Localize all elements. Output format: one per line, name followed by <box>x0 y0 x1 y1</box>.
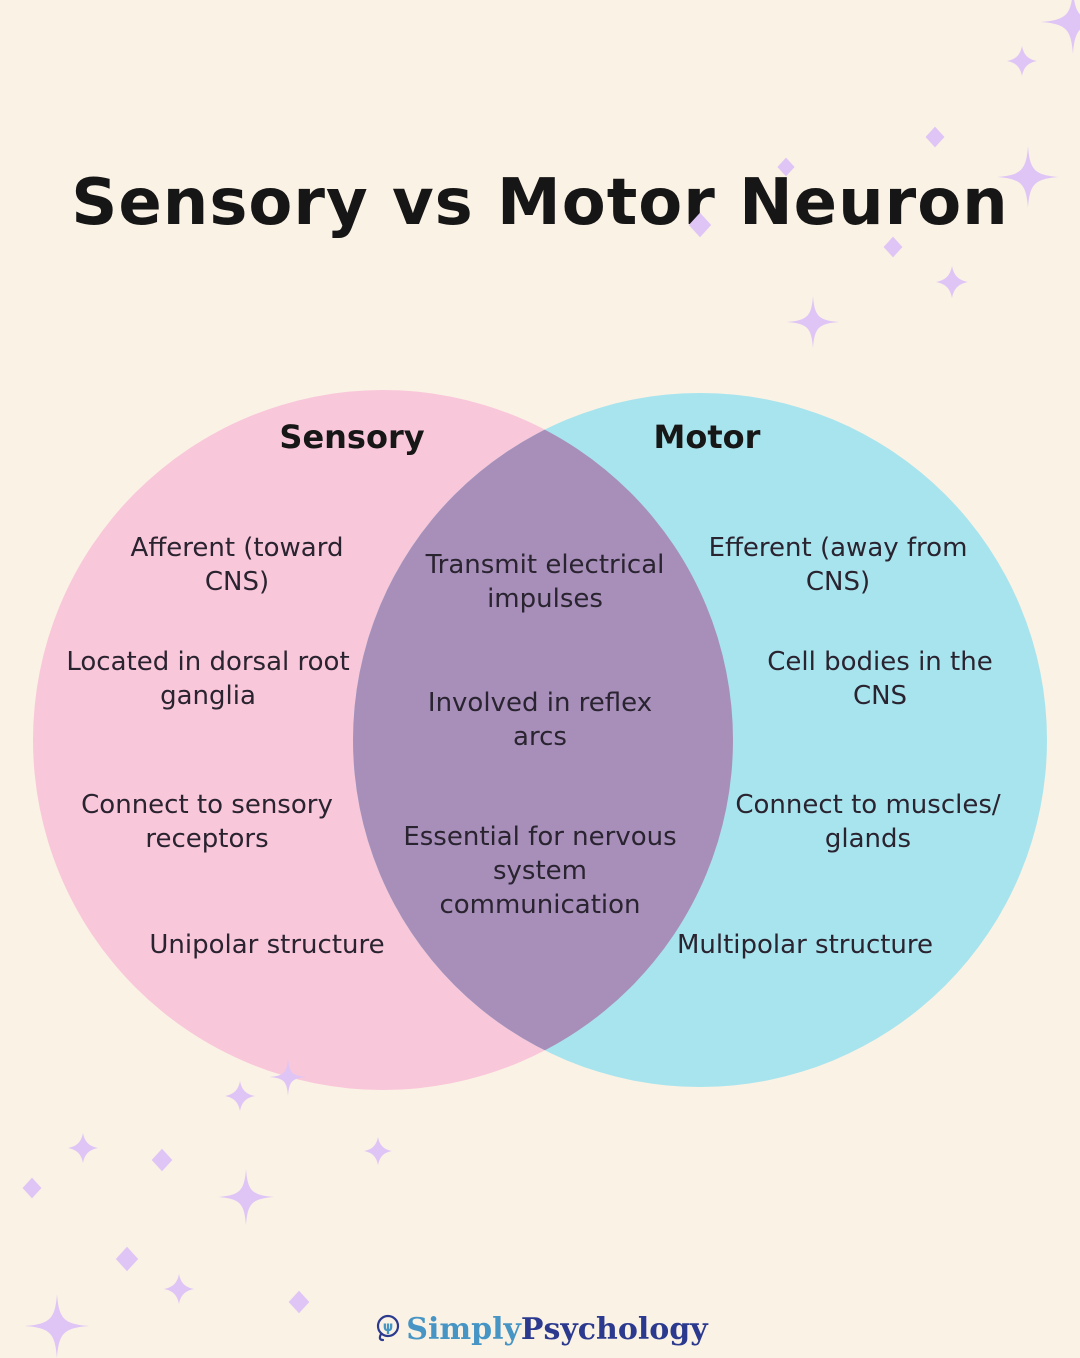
text-line: CNS <box>852 681 908 711</box>
text-line: Unipolar structure <box>149 930 385 960</box>
text-line: Essential for nervous <box>403 822 677 852</box>
sparkle-icon <box>777 157 795 177</box>
overlap-region <box>353 393 733 1087</box>
text-line: system <box>493 856 587 886</box>
sensory-item-dorsal-root: Located in dorsal root ganglia <box>66 645 349 713</box>
brand-psychology: Psychology <box>520 1312 708 1347</box>
text-line: Involved in reflex <box>427 688 653 718</box>
sensory-item-receptors: Connect to sensory receptors <box>81 788 333 856</box>
sparkle-icon <box>997 146 1059 208</box>
text-line: Transmit electrical <box>425 550 665 580</box>
motor-item-efferent: Efferent (away from CNS) <box>709 531 968 599</box>
sparkle-icon <box>225 1081 255 1111</box>
motor-item-multipolar: Multipolar structure <box>677 928 933 962</box>
motor-item-muscles: Connect to muscles/ glands <box>735 788 1000 856</box>
text-line: impulses <box>487 584 603 614</box>
overlap-item-reflex: Involved in reflex arcs <box>428 686 652 754</box>
text-line: Cell bodies in the <box>767 647 993 677</box>
brand-footer: ψ SimplyPsychology <box>0 1312 1080 1353</box>
sparkle-icon <box>883 236 903 258</box>
sparkle-icon <box>787 296 839 348</box>
sensory-circle-label: Sensory <box>279 418 425 456</box>
sensory-item-unipolar: Unipolar structure <box>149 928 384 962</box>
sparkle-icon <box>925 126 945 148</box>
sparkle-icon <box>1007 46 1037 76</box>
sparkle-icon <box>688 212 712 238</box>
page-title: Sensory vs Motor Neuron <box>71 166 1009 240</box>
sparkle-icon <box>151 1148 173 1172</box>
sparkle-icon <box>364 1137 392 1165</box>
text-line: Connect to muscles/ <box>735 790 1001 820</box>
text-line: Multipolar structure <box>676 930 934 960</box>
text-line: CNS) <box>805 567 871 597</box>
sparkle-icon <box>164 1274 194 1304</box>
sparkle-icon <box>115 1246 139 1272</box>
svg-text:ψ: ψ <box>383 1320 393 1335</box>
sparkle-icon <box>936 266 968 298</box>
motor-item-cell-bodies: Cell bodies in the CNS <box>767 645 992 713</box>
overlap-item-impulses: Transmit electrical impulses <box>426 548 665 616</box>
text-line: Located in dorsal root <box>66 647 350 677</box>
text-line: arcs <box>513 722 567 752</box>
text-line: Efferent (away from <box>708 533 968 563</box>
sparkle-icon <box>1041 0 1080 54</box>
text-line: receptors <box>145 824 269 854</box>
motor-circle-label: Motor <box>653 418 761 456</box>
sparkle-icon <box>218 1169 274 1225</box>
text-line: CNS) <box>204 567 270 597</box>
overlap-item-communication: Essential for nervous system communicati… <box>403 820 676 922</box>
text-line: ganglia <box>160 681 256 711</box>
text-line: Connect to sensory <box>81 790 333 820</box>
sparkle-icon <box>288 1290 310 1314</box>
text-line: glands <box>824 824 912 854</box>
sparkle-icon <box>22 1177 42 1199</box>
sparkle-icon <box>269 1058 307 1096</box>
sparkle-icon <box>68 1133 98 1163</box>
text-line: Afferent (toward <box>130 533 344 563</box>
text-line: communication <box>439 890 641 920</box>
brand-simply: Simply <box>406 1312 521 1347</box>
psychology-head-icon: ψ <box>372 1313 404 1353</box>
sensory-item-afferent: Afferent (toward CNS) <box>131 531 344 599</box>
